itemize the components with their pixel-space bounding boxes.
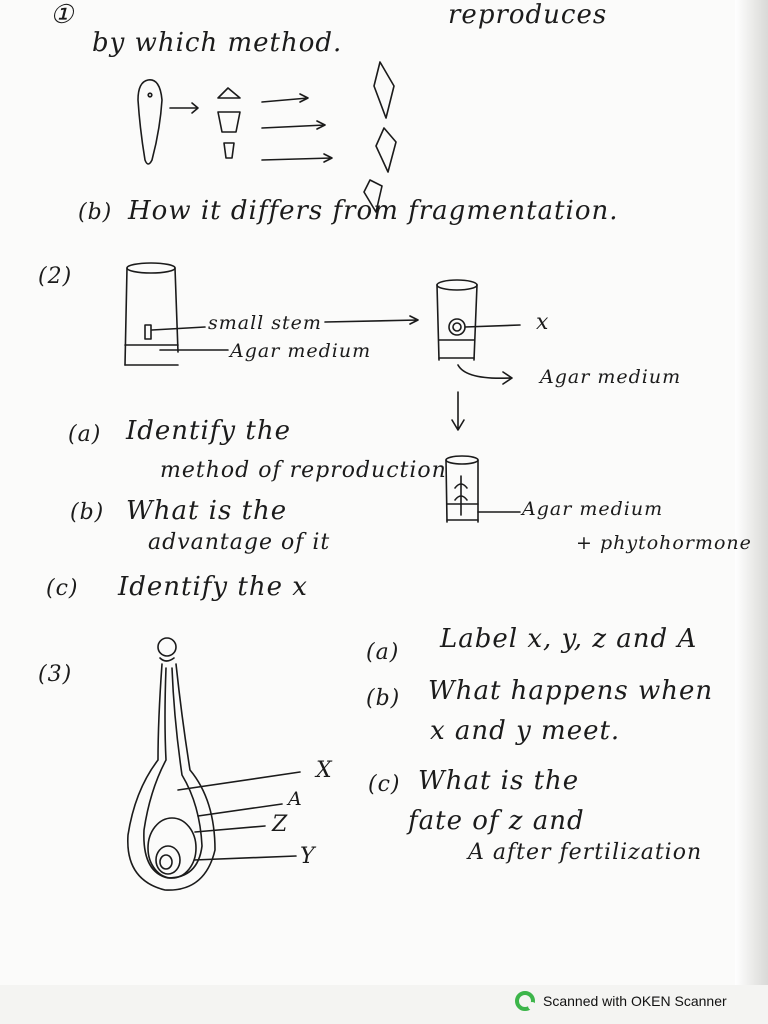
q3-ovule-diagram	[127, 637, 301, 891]
q3-b-line2: x and y meet.	[430, 716, 621, 746]
q2-phytohormone-label: + phytohormone	[576, 532, 752, 554]
q2-a-line2: method of reproduction	[160, 458, 447, 483]
q2-agar-label-2: Agar medium	[540, 366, 682, 388]
q2-x-label: x	[536, 310, 550, 335]
q2-a-marker: (a)	[68, 422, 102, 447]
q2-c-text: Identify the x	[118, 572, 308, 602]
q3-label-a: A	[288, 788, 303, 810]
q3-label-z: Z	[272, 812, 289, 837]
q1-b-text: How it differs from fragmentation.	[128, 196, 619, 226]
page-edge-shadow	[735, 0, 768, 985]
scanned-page: ① reproduces by which method. (b) How it…	[38, 0, 768, 985]
q2-b-marker: (b)	[70, 500, 105, 525]
q2-small-stem-label: small stem	[208, 312, 322, 334]
q1-planaria-diagram	[137, 61, 397, 213]
q2-b-line2: advantage of it	[148, 530, 331, 555]
q3-a-marker: (a)	[366, 640, 400, 665]
q1-line1-text: reproduces	[448, 0, 608, 30]
q1-b-marker: (b)	[78, 200, 113, 225]
q3-c-line2: fate of z and	[408, 806, 585, 836]
q1-line2-text: by which method.	[92, 28, 343, 58]
scanner-watermark: Scanned with OKEN Scanner	[515, 990, 727, 1012]
q3-label-x: X	[316, 758, 333, 783]
q2-c-marker: (c)	[46, 576, 79, 601]
q3-label-y: Y	[300, 844, 316, 869]
q3-b-marker: (b)	[366, 686, 401, 711]
q3-a-text: Label x, y, z and A	[440, 624, 698, 654]
q2-tissue-culture-diagram	[124, 262, 521, 523]
q3-number: (3)	[38, 662, 73, 687]
scanner-watermark-text: Scanned with OKEN Scanner	[543, 993, 727, 1009]
q2-number: (2)	[38, 264, 73, 289]
q2-b-line1: What is the	[126, 496, 288, 526]
q3-c-line1: What is the	[418, 766, 580, 796]
q2-a-line1: Identify the	[126, 416, 291, 446]
q3-b-line1: What happens when	[428, 676, 714, 706]
oken-scanner-logo-icon	[515, 991, 536, 1011]
handwritten-drawings	[124, 61, 521, 891]
q1-number: ①	[50, 0, 75, 30]
q2-agar-label-3: Agar medium	[522, 498, 664, 520]
q2-agar-label-1: Agar medium	[230, 340, 372, 362]
q3-c-line3: A after fertilization	[468, 840, 703, 865]
q3-c-marker: (c)	[368, 772, 401, 797]
